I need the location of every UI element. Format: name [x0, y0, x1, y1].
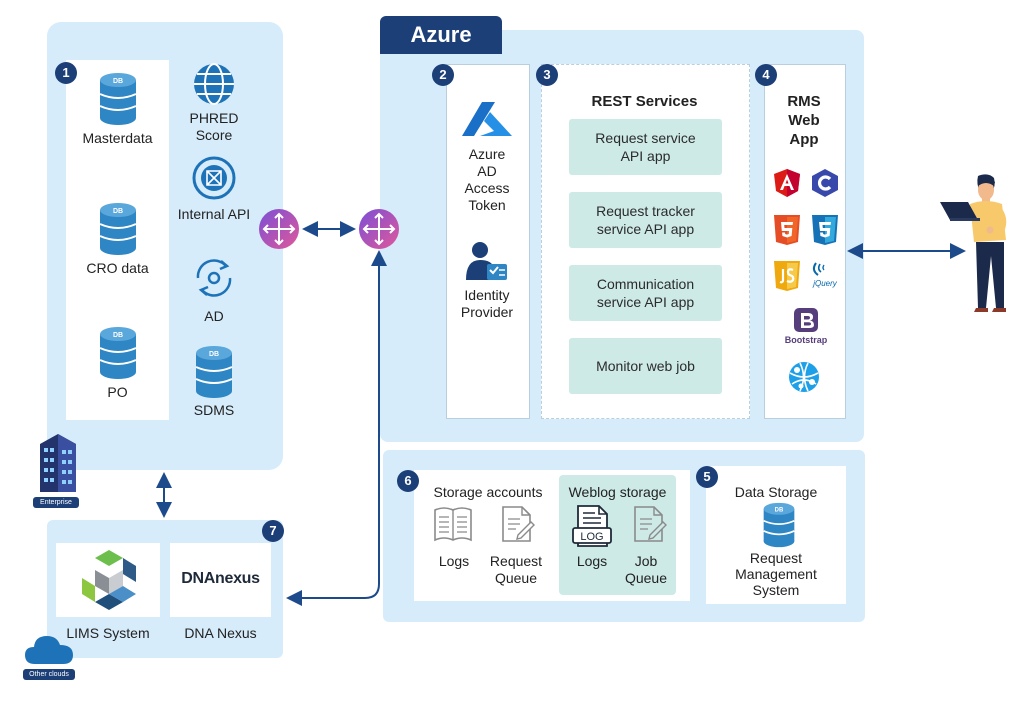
cloud-icon	[25, 636, 73, 664]
enterprise-building-icon	[40, 434, 76, 492]
javascript-icon	[774, 261, 800, 291]
sdms-db-icon: DB	[195, 346, 233, 398]
service-request-tile: Request service API app	[569, 119, 722, 175]
storage-accounts-title: Storage accounts	[433, 484, 543, 500]
globe-icon	[194, 63, 234, 105]
service-communication-tile: Communication service API app	[569, 265, 722, 321]
ad-label: AD	[204, 308, 224, 324]
dnanexus-logo-icon: DNAnexus	[181, 570, 260, 587]
svg-text:DB: DB	[113, 208, 123, 215]
azure-ad-token-label: Azure AD Access Token	[464, 146, 510, 213]
service-monitor-tile: Monitor web job	[569, 338, 722, 394]
identity-provider-label: Identity Provider	[460, 287, 514, 320]
other-clouds-badge: 7	[262, 520, 284, 542]
enterprise-router-icon	[259, 209, 299, 249]
internal-api-icon	[192, 156, 236, 200]
c-icon	[812, 169, 838, 197]
cro-data-db-icon: DB	[99, 203, 137, 255]
job-queue-label: Job Queue	[624, 553, 668, 586]
azure-router-icon	[359, 209, 399, 249]
job-queue-icon	[634, 506, 667, 542]
lims-logo-icon	[82, 550, 136, 610]
request-queue-label: Request Queue	[489, 553, 543, 586]
svg-text:LOG: LOG	[580, 531, 603, 543]
storage-accounts-badge: 6	[397, 470, 419, 492]
web-app-icon	[789, 362, 819, 392]
svg-text:DB: DB	[113, 78, 123, 85]
po-db-icon: DB	[99, 327, 137, 379]
po-label: PO	[107, 384, 128, 400]
bootstrap-icon: Bootstrap	[785, 308, 828, 345]
weblog-storage-title: Weblog storage	[568, 484, 667, 500]
svg-text:DB: DB	[113, 332, 123, 339]
logs-document-icon	[434, 507, 472, 542]
svg-text:DB: DB	[209, 351, 219, 358]
azure-title: Azure	[380, 16, 502, 54]
angular-icon	[774, 169, 800, 197]
ad-sync-icon	[196, 259, 232, 297]
request-queue-icon	[502, 506, 535, 542]
jquery-icon: jQuery	[812, 262, 838, 288]
html5-icon	[774, 215, 800, 245]
azure-to-other-clouds-arrow	[286, 250, 387, 606]
rest-services-title: REST Services	[591, 93, 698, 110]
azure-logo-icon	[462, 102, 512, 136]
masterdata-label: Masterdata	[82, 130, 153, 146]
cro-data-label: CRO data	[86, 260, 149, 276]
rest-badge: 3	[536, 64, 558, 86]
svg-text:DB: DB	[775, 507, 784, 513]
weblog-logs-label: Logs	[576, 553, 608, 569]
storage-logs-label: Logs	[438, 553, 470, 569]
css3-icon	[812, 215, 838, 245]
svg-text:jQuery: jQuery	[812, 279, 838, 288]
sdms-label: SDMS	[193, 402, 235, 418]
enterprise-badge: 1	[55, 62, 77, 84]
data-storage-badge: 5	[696, 466, 718, 488]
request-management-system-label: Request Management System	[735, 550, 817, 598]
rms-badge: 4	[755, 64, 777, 86]
internal-api-label: Internal API	[177, 206, 251, 222]
rms-webapp-title: RMS Web App	[787, 93, 821, 148]
other-clouds-caption: Other clouds	[23, 669, 75, 680]
identity-provider-icon	[466, 242, 507, 280]
phred-score-label: PHRED Score	[189, 110, 239, 143]
lims-system-label: LIMS System	[66, 625, 150, 641]
masterdata-db-icon: DB	[99, 73, 137, 125]
auth-badge: 2	[432, 64, 454, 86]
service-tracker-tile: Request tracker service API app	[569, 192, 722, 248]
log-file-icon: LOG	[572, 505, 612, 547]
rms-db-icon: DB	[763, 502, 795, 548]
dna-nexus-label: DNA Nexus	[184, 625, 257, 641]
dnanexus-box	[170, 543, 271, 617]
svg-text:Bootstrap: Bootstrap	[785, 335, 828, 345]
user-with-laptop-icon	[940, 174, 1007, 312]
enterprise-caption: Enterprise	[33, 497, 79, 508]
data-storage-title: Data Storage	[734, 484, 818, 500]
